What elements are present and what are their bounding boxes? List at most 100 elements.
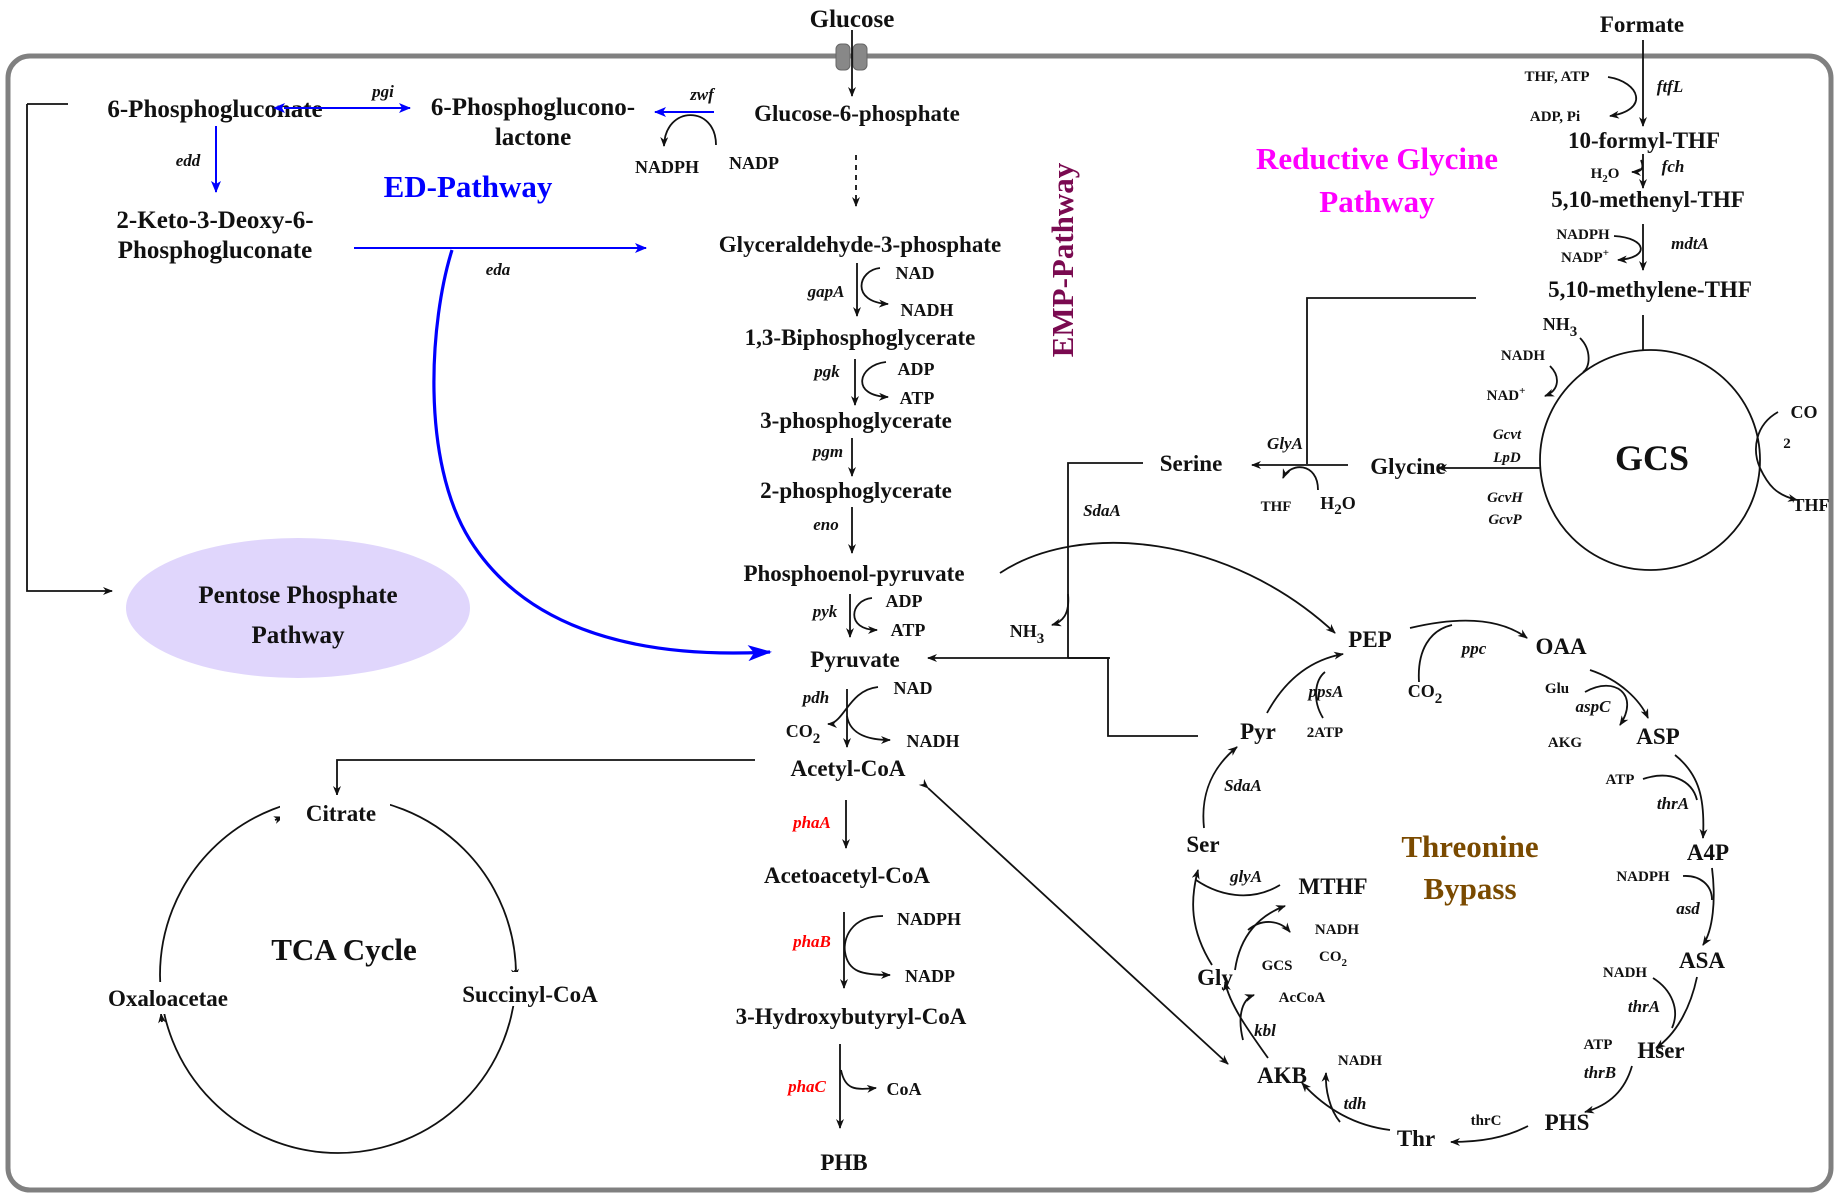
enzyme-gcvh: GcvH (1487, 490, 1524, 506)
cofactor-thf-gcs: THF (1792, 495, 1829, 515)
metabolite-phb: PHB (820, 1150, 867, 1175)
cofactor-adp-pgk: ADP (898, 359, 935, 379)
enzyme-mdtA: mdtA (1671, 234, 1709, 253)
cofactor-nadph-mdtA: NADPH (1556, 227, 1610, 243)
enzyme-thrB: thrB (1584, 1063, 1616, 1082)
metabolite-akb: AKB (1257, 1063, 1307, 1088)
enzyme-glyA-rg: GlyA (1267, 434, 1303, 453)
metabolite-6-phosphogluconate: 6-Phosphogluconate (107, 96, 322, 123)
cofactor-atp-thrB: ATP (1584, 1037, 1613, 1053)
metabolite-pep-emp: Phosphoenol-pyruvate (743, 561, 964, 586)
cofactor-co2-sub-gcs: 2 (1783, 436, 1791, 452)
pentose-phosphate-title-line2: Pathway (251, 622, 345, 649)
metabolite-510-methylene-thf: 5,10-methylene-THF (1548, 277, 1752, 302)
enzyme-ftfL: ftfL (1657, 77, 1683, 96)
metabolite-serine: Serine (1160, 451, 1223, 476)
metabolite-pyr: Pyr (1240, 719, 1276, 744)
threonine-bypass-title-line2: Bypass (1423, 871, 1516, 906)
metabolite-asp: ASP (1636, 724, 1679, 749)
metabolite-acetyl-coa: Acetyl-CoA (791, 756, 906, 781)
cofactor-nadph-asd: NADPH (1616, 869, 1670, 885)
cofactor-glu: Glu (1545, 681, 1569, 697)
cofactor-nadph-phaB: NADPH (897, 909, 961, 929)
metabolite-glycine: Glycine (1370, 454, 1445, 479)
metabolite-phs: PHS (1545, 1110, 1590, 1135)
enzyme-ppc: ppc (1460, 639, 1487, 658)
cofactor-atp-thrA: ATP (1606, 772, 1635, 788)
metabolite-6-phosphoglucono-lactone-line2: lactone (495, 124, 571, 151)
enzyme-phaB: phaB (791, 932, 831, 951)
tca-title: TCA Cycle (271, 932, 417, 967)
cofactor-co2-gcs: CO (1791, 402, 1818, 422)
cofactor-co2-gcs-tb: CO2 (1319, 949, 1348, 969)
cofactor-nadh-thrA: NADH (1603, 965, 1647, 981)
cofactor-thf-glyA: THF (1261, 499, 1292, 515)
enzyme-gapA: gapA (807, 282, 845, 301)
reductive-glycine-title: Reductive Glycine (1256, 141, 1498, 176)
cofactor-accoa: AcCoA (1279, 990, 1326, 1006)
cofactor-nadp-phaB: NADP (905, 966, 955, 986)
enzyme-aspC: aspC (1576, 697, 1612, 716)
cofactor-nad-gcs: NAD+ (1487, 385, 1526, 404)
cell-membrane (5, 53, 1834, 1193)
enzyme-eno: eno (813, 515, 839, 534)
emp-pathway-title: EMP-Pathway (1045, 162, 1080, 357)
enzyme-pdh: pdh (801, 688, 829, 707)
pentose-phosphate-title: Pentose Phosphate (198, 582, 397, 609)
enzyme-thrC: thrC (1471, 1113, 1502, 1129)
enzyme-sdaA-rg: SdaA (1083, 501, 1121, 520)
metabolite-acetoacetyl-coa: Acetoacetyl-CoA (764, 863, 930, 888)
metabolite-citrate: Citrate (306, 801, 376, 826)
cofactor-adp-pyk: ADP (886, 591, 923, 611)
metabolite-ser: Ser (1186, 832, 1219, 857)
enzyme-lpd: LpD (1492, 450, 1521, 466)
enzyme-pgi: pgi (370, 82, 394, 101)
cofactor-thf-atp: THF, ATP (1524, 69, 1589, 85)
metabolite-3-hydroxybutyryl-coa: 3-Hydroxybutyryl-CoA (736, 1004, 967, 1029)
cofactor-gcs-tb: GCS (1262, 958, 1293, 974)
metabolite-gly: Gly (1197, 965, 1233, 990)
cofactor-co2-pdh: CO2 (786, 721, 821, 747)
enzyme-sdaA-tb: SdaA (1224, 776, 1262, 795)
enzyme-phaA: phaA (791, 813, 831, 832)
metabolite-mthf: MTHF (1299, 874, 1368, 899)
metabolite-kdpg-line2: Phosphogluconate (118, 237, 312, 264)
formate-label: Formate (1600, 12, 1684, 37)
cofactor-akg: AKG (1548, 735, 1583, 751)
cofactor-2atp: 2ATP (1307, 725, 1343, 741)
enzyme-asd: asd (1676, 899, 1700, 918)
enzyme-fch: fch (1662, 157, 1685, 176)
enzyme-tdh: tdh (1344, 1094, 1367, 1113)
cofactor-nad-pdh: NAD (894, 678, 933, 698)
metabolite-asa: ASA (1679, 948, 1725, 973)
metabolite-thr: Thr (1397, 1126, 1435, 1151)
cofactor-adp-pi: ADP, Pi (1530, 109, 1580, 125)
enzyme-thrA-1: thrA (1657, 794, 1689, 813)
cofactor-nadp-mdtA: NADP+ (1561, 247, 1609, 266)
enzyme-phaC: phaC (786, 1077, 826, 1096)
enzyme-glyA-tb: glyA (1229, 867, 1262, 886)
cofactor-atp-pyk: ATP (891, 620, 926, 640)
cofactor-nadh-gcs-tb: NADH (1315, 922, 1359, 938)
cofactor-co2-ppc: CO2 (1408, 681, 1443, 707)
cofactor-coa-phaC: CoA (887, 1079, 922, 1099)
enzyme-zwf: zwf (689, 85, 716, 104)
glucose-transporter-icon (835, 43, 868, 71)
metabolite-10-formyl-thf: 10-formyl-THF (1568, 128, 1720, 153)
cofactor-nh3-gcs: NH3 (1543, 314, 1578, 340)
cofactor-nadh-tdh: NADH (1338, 1053, 1382, 1069)
metabolite-13-bpg: 1,3-Biphosphoglycerate (745, 325, 976, 350)
enzyme-pgk: pgk (812, 362, 840, 381)
enzume-eda: eda (486, 260, 511, 279)
cofactor-nadp-zwf: NADP (729, 153, 779, 173)
pentose-phosphate-node (126, 538, 470, 678)
cofactor-nadh-gcs: NADH (1501, 348, 1545, 364)
metabolite-6-phosphoglucono-lactone: 6-Phosphoglucono- (431, 94, 635, 121)
metabolite-g3p: Glyceraldehyde-3-phosphate (719, 232, 1001, 257)
cofactor-nh3-sdaA: NH3 (1010, 621, 1045, 647)
metabolite-510-methenyl-thf: 5,10-methenyl-THF (1551, 187, 1745, 212)
enzyme-gcvp: GcvP (1488, 512, 1522, 528)
cofactor-nadh-gapA: NADH (901, 300, 954, 320)
metabolite-kdpg: 2-Keto-3-Deoxy-6- (116, 207, 313, 234)
